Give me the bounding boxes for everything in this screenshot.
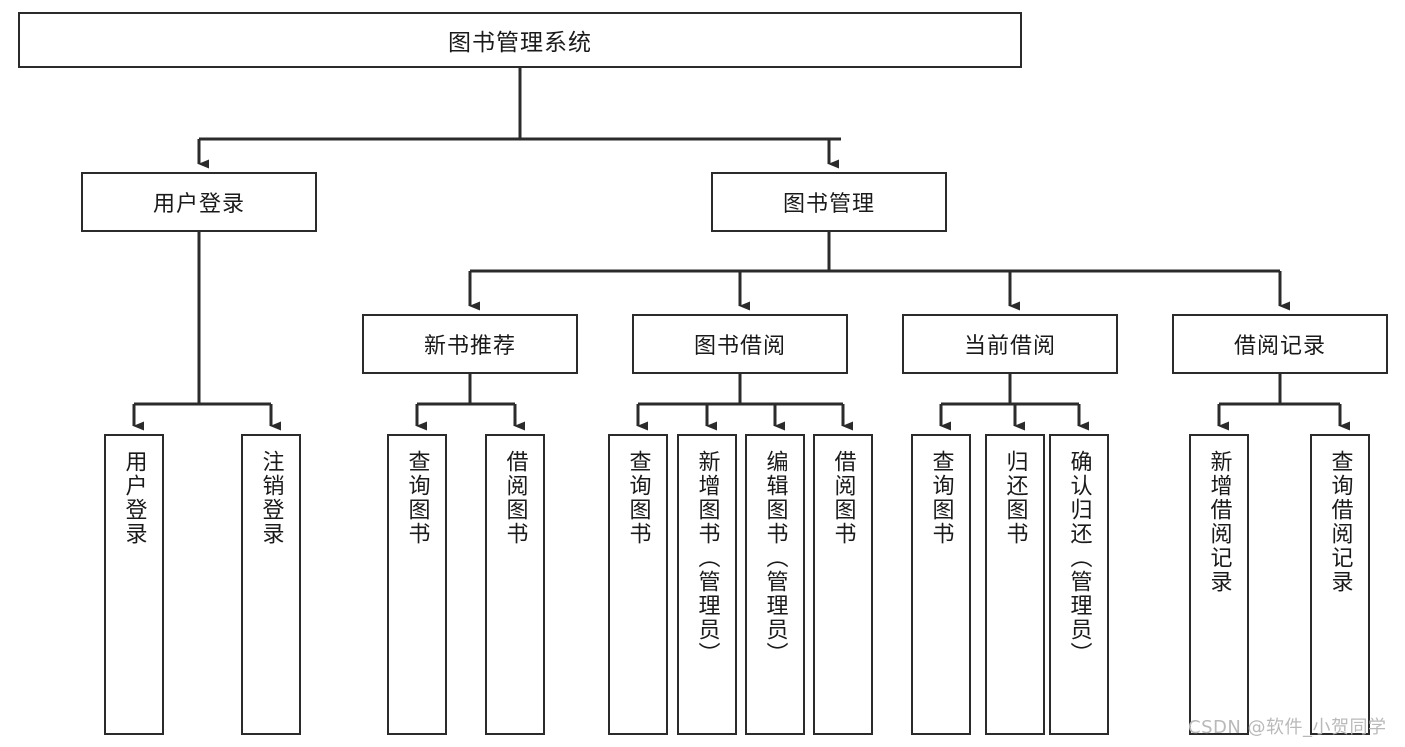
- node-label: 查询图书: [625, 450, 651, 546]
- node-leaf-query-book-3[interactable]: 查询图书: [911, 434, 971, 735]
- node-label: 当前借阅: [963, 334, 1056, 359]
- node-leaf-return-book[interactable]: 归还图书: [985, 434, 1045, 735]
- node-leaf-query-book-2[interactable]: 查询图书: [608, 434, 668, 735]
- node-label: 借阅记录: [1233, 334, 1326, 359]
- node-leaf-add-record[interactable]: 新增借阅记录: [1189, 434, 1249, 735]
- node-leaf-user-login[interactable]: 用户登录: [104, 434, 164, 735]
- node-label: 确认归还（管理员）: [1066, 450, 1092, 666]
- node-label: 查询图书: [404, 450, 430, 546]
- node-label: 编辑图书（管理员）: [762, 450, 788, 666]
- node-label: 新增图书（管理员）: [694, 450, 720, 666]
- node-label: 新增借阅记录: [1206, 450, 1232, 594]
- node-new-book-recommend[interactable]: 新书推荐: [362, 314, 578, 374]
- node-leaf-user-logout[interactable]: 注销登录: [241, 434, 301, 735]
- node-leaf-borrow-book-2[interactable]: 借阅图书: [813, 434, 873, 735]
- node-label: 图书管理: [782, 192, 875, 217]
- node-root[interactable]: 图书管理系统: [18, 12, 1022, 68]
- node-leaf-query-record[interactable]: 查询借阅记录: [1310, 434, 1370, 735]
- node-leaf-add-book[interactable]: 新增图书（管理员）: [677, 434, 737, 735]
- node-book-borrow[interactable]: 图书借阅: [632, 314, 848, 374]
- node-borrow-record[interactable]: 借阅记录: [1172, 314, 1388, 374]
- node-label: 注销登录: [258, 450, 284, 546]
- node-leaf-edit-book[interactable]: 编辑图书（管理员）: [745, 434, 805, 735]
- node-leaf-query-book-1[interactable]: 查询图书: [387, 434, 447, 735]
- node-leaf-confirm-return[interactable]: 确认归还（管理员）: [1049, 434, 1109, 735]
- node-label: 图书管理系统: [448, 30, 592, 56]
- node-book-manage[interactable]: 图书管理: [711, 172, 947, 232]
- node-label: 用户登录: [152, 192, 245, 217]
- node-label: 借阅图书: [502, 450, 528, 546]
- node-label: 用户登录: [121, 450, 147, 546]
- node-label: 图书借阅: [693, 334, 786, 359]
- node-label: 借阅图书: [830, 450, 856, 546]
- node-user-login[interactable]: 用户登录: [81, 172, 317, 232]
- node-label: 新书推荐: [423, 334, 516, 359]
- node-label: 查询借阅记录: [1327, 450, 1353, 594]
- node-current-borrow[interactable]: 当前借阅: [902, 314, 1118, 374]
- watermark: CSDN @软件_小贺同学: [1188, 717, 1387, 738]
- node-label: 查询图书: [928, 450, 954, 546]
- node-leaf-borrow-book-1[interactable]: 借阅图书: [485, 434, 545, 735]
- node-label: 归还图书: [1002, 450, 1028, 546]
